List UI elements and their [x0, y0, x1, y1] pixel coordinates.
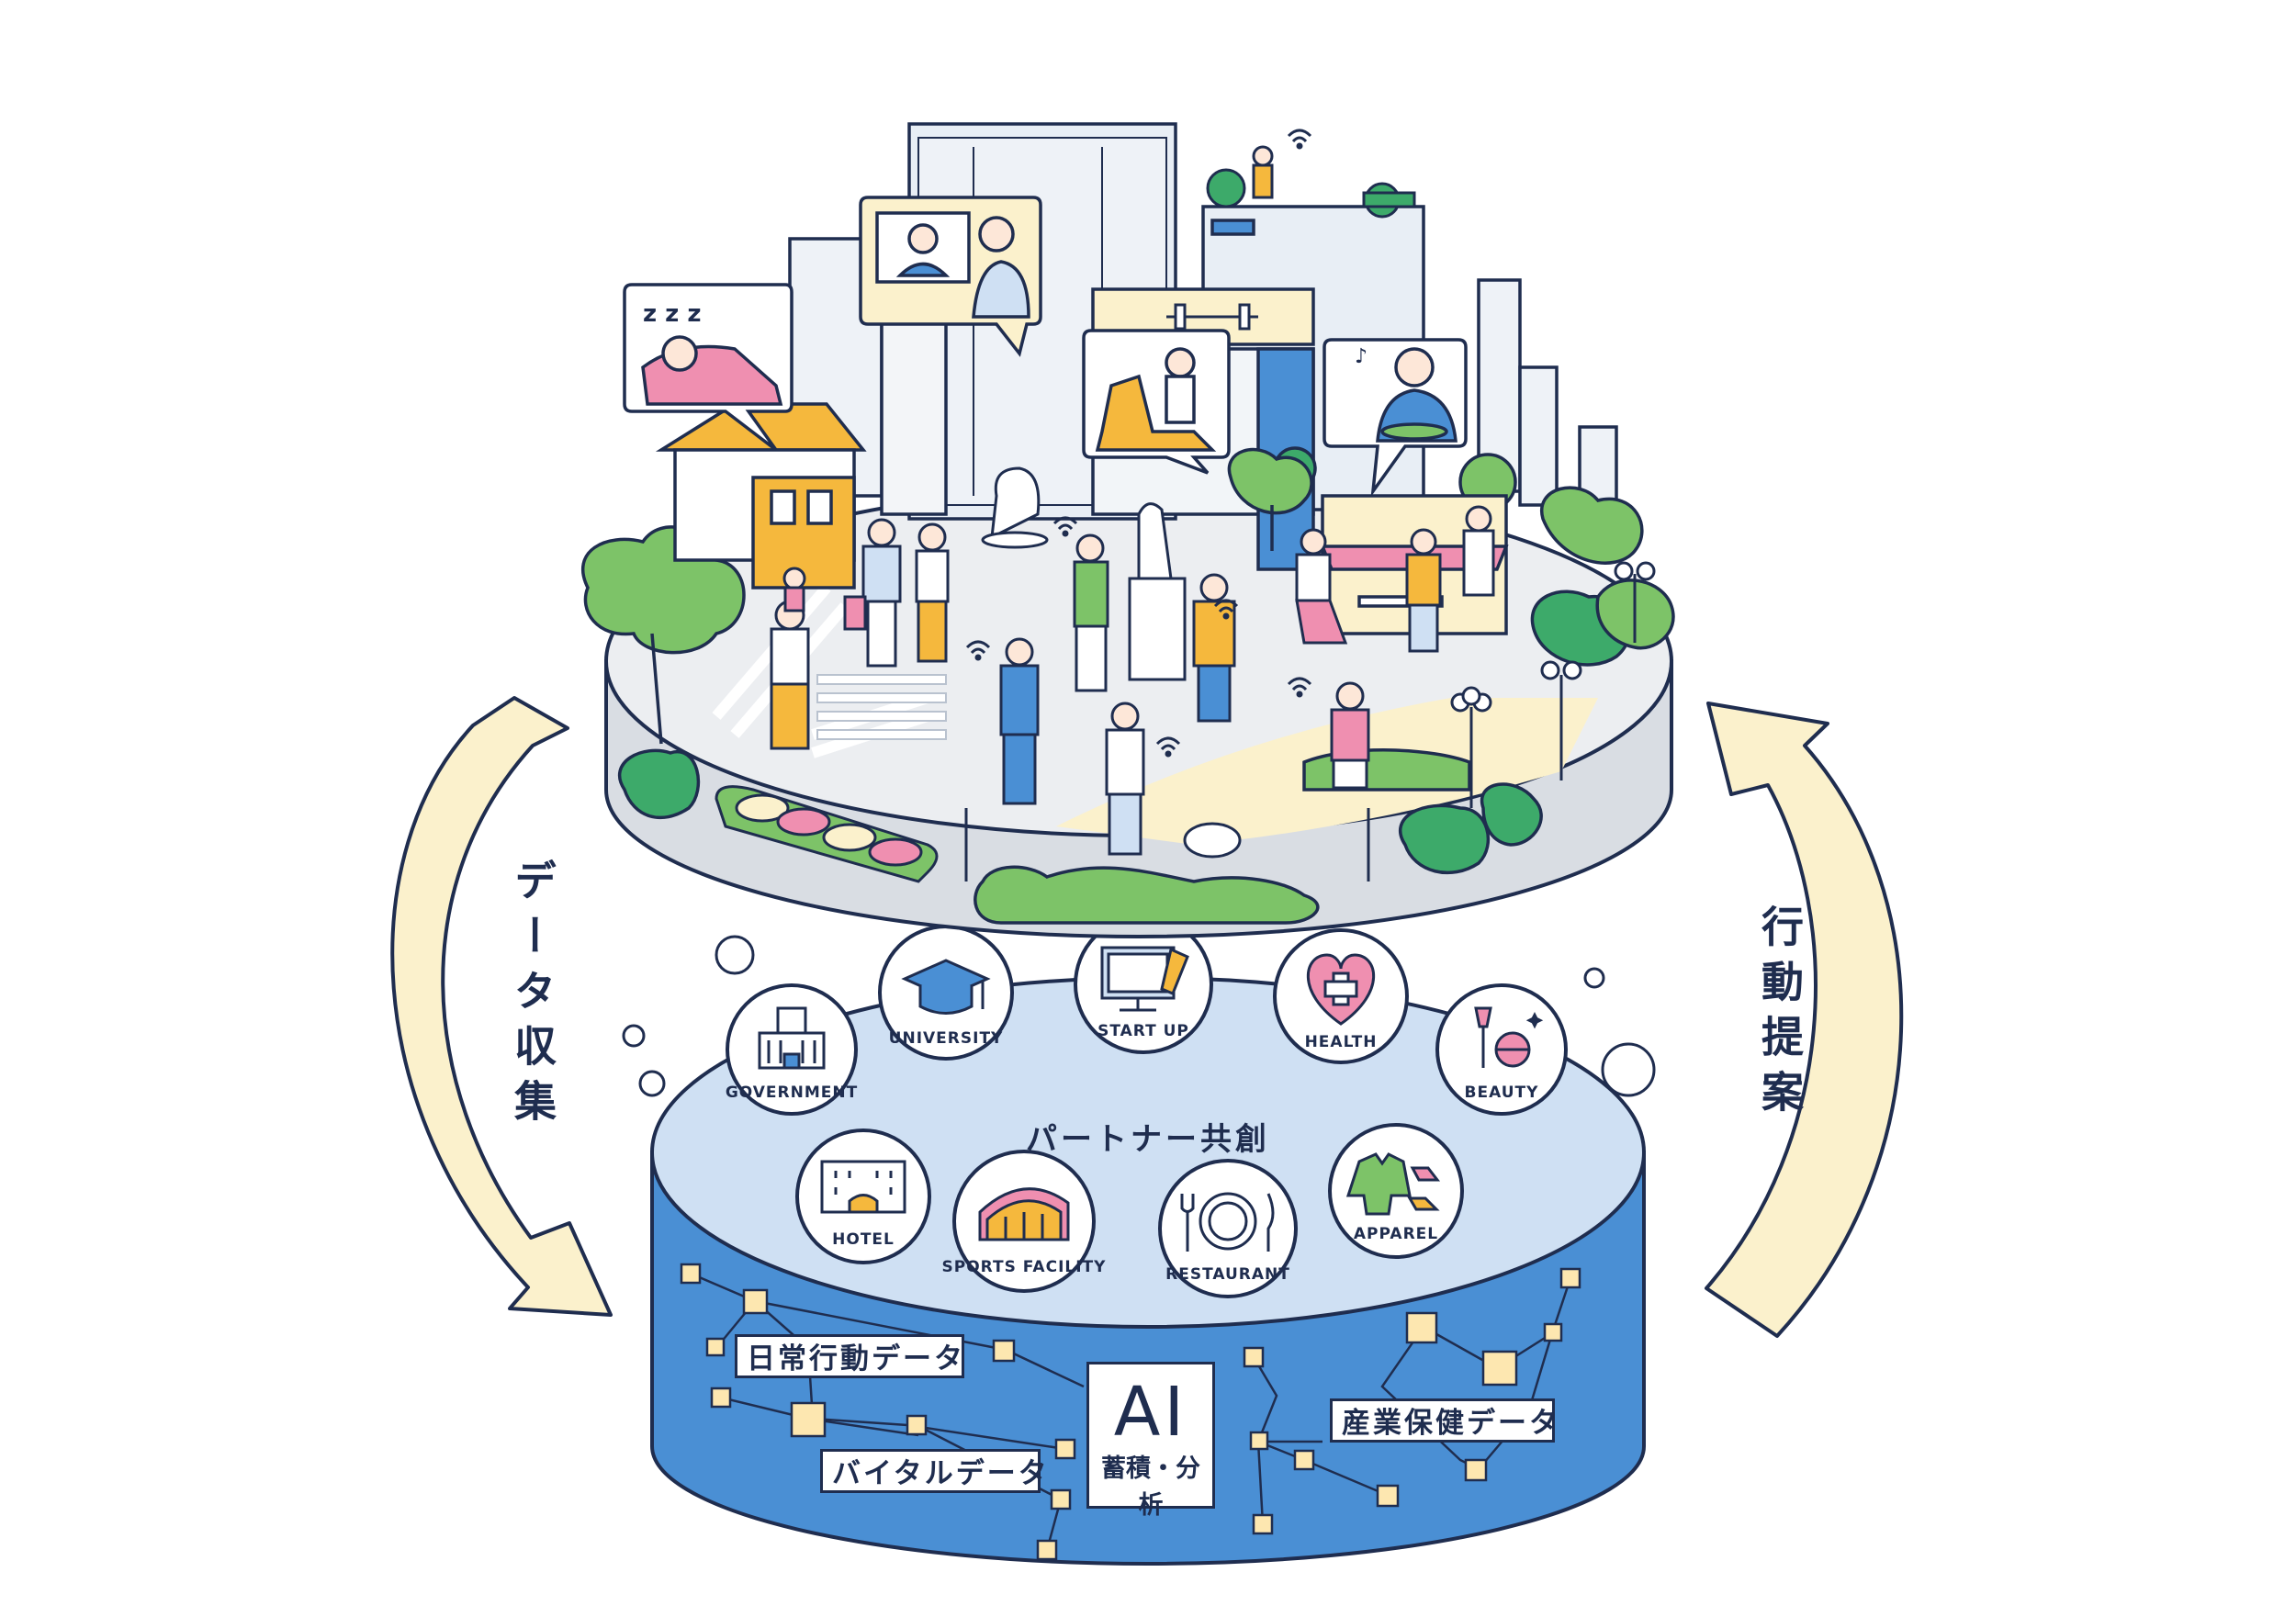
ai-box: AI 蓄積・分析: [1086, 1362, 1215, 1520]
partner-label-government: GOVERNMENT: [726, 1084, 858, 1102]
bubble-gym: [1082, 329, 1231, 475]
partner-circle-government: GOVERNMENT: [726, 983, 858, 1116]
partner-circle-restaurant: RESTAURANT: [1158, 1159, 1298, 1298]
people: [770, 145, 1495, 859]
partner-title: パートナー共創: [1026, 1121, 1270, 1158]
partner-circle-health: HEALTH: [1273, 928, 1409, 1064]
partner-circle-university: UNIVERSITY: [878, 925, 1014, 1061]
graduation-cap-icon: [901, 959, 991, 1015]
partner-label-restaurant: RESTAURANT: [1165, 1265, 1290, 1284]
partner-circle-hotel: HOTEL: [795, 1129, 931, 1264]
partner-label-beauty: BEAUTY: [1465, 1084, 1539, 1102]
partner-label-apparel: APPAREL: [1354, 1225, 1438, 1243]
partner-label-health: HEALTH: [1305, 1033, 1378, 1051]
partner-label-sports-facility: SPORTS FACILITY: [942, 1258, 1107, 1276]
partner-circle-apparel: APPAREL: [1328, 1123, 1464, 1259]
left-arrow-label: データ収集: [508, 859, 557, 1134]
partner-circle-sports-facility: SPORTS FACILITY: [942, 1150, 1107, 1293]
statues: [981, 466, 1187, 681]
left-arrow: [390, 696, 613, 1317]
partner-label-startup: START UP: [1097, 1022, 1189, 1040]
crosswalk-lower: [816, 674, 947, 740]
network-nodes: [680, 1263, 1581, 1561]
plate-cutlery-icon: [1180, 1192, 1275, 1252]
beauty-tools-icon: [1474, 1006, 1544, 1068]
ai-subtitle: 蓄積・分析: [1101, 1454, 1200, 1520]
vital-data-label: バイタルデータ: [820, 1449, 1047, 1493]
daily-behavior-data-label: 日常行動データ: [735, 1334, 964, 1378]
industrial-health-data-label: 産業保健データ: [1330, 1398, 1558, 1443]
right-arrow-label: 行動提案: [1755, 904, 1805, 1125]
svg-text:♪: ♪: [1355, 345, 1367, 368]
svg-text:z z z: z z z: [643, 300, 702, 328]
apparel-icon: [1345, 1152, 1441, 1216]
bubble-dining: ♪: [1322, 338, 1468, 498]
heart-cross-icon: [1306, 953, 1376, 1026]
bubble-video-call: [859, 196, 1042, 357]
partner-circle-startup: START UP: [1074, 915, 1213, 1054]
flower-bed: [715, 785, 939, 883]
government-building-icon: [758, 1006, 826, 1070]
partner-label-university: UNIVERSITY: [889, 1029, 1004, 1048]
right-arrow: [1705, 702, 1904, 1338]
monitor-icon: [1100, 946, 1189, 1012]
house: [655, 402, 867, 590]
dumbbell-icon: [1166, 303, 1258, 331]
stadium-icon: [978, 1187, 1070, 1241]
bubble-sleeping: z z z: [623, 283, 793, 452]
ai-title: AI: [1113, 1373, 1188, 1452]
street-lamps: [964, 561, 1656, 881]
partner-circle-beauty: BEAUTY: [1435, 983, 1568, 1116]
hotel-icon: [820, 1160, 906, 1214]
partner-label-hotel: HOTEL: [832, 1230, 895, 1249]
wifi-icons: [965, 129, 1312, 758]
